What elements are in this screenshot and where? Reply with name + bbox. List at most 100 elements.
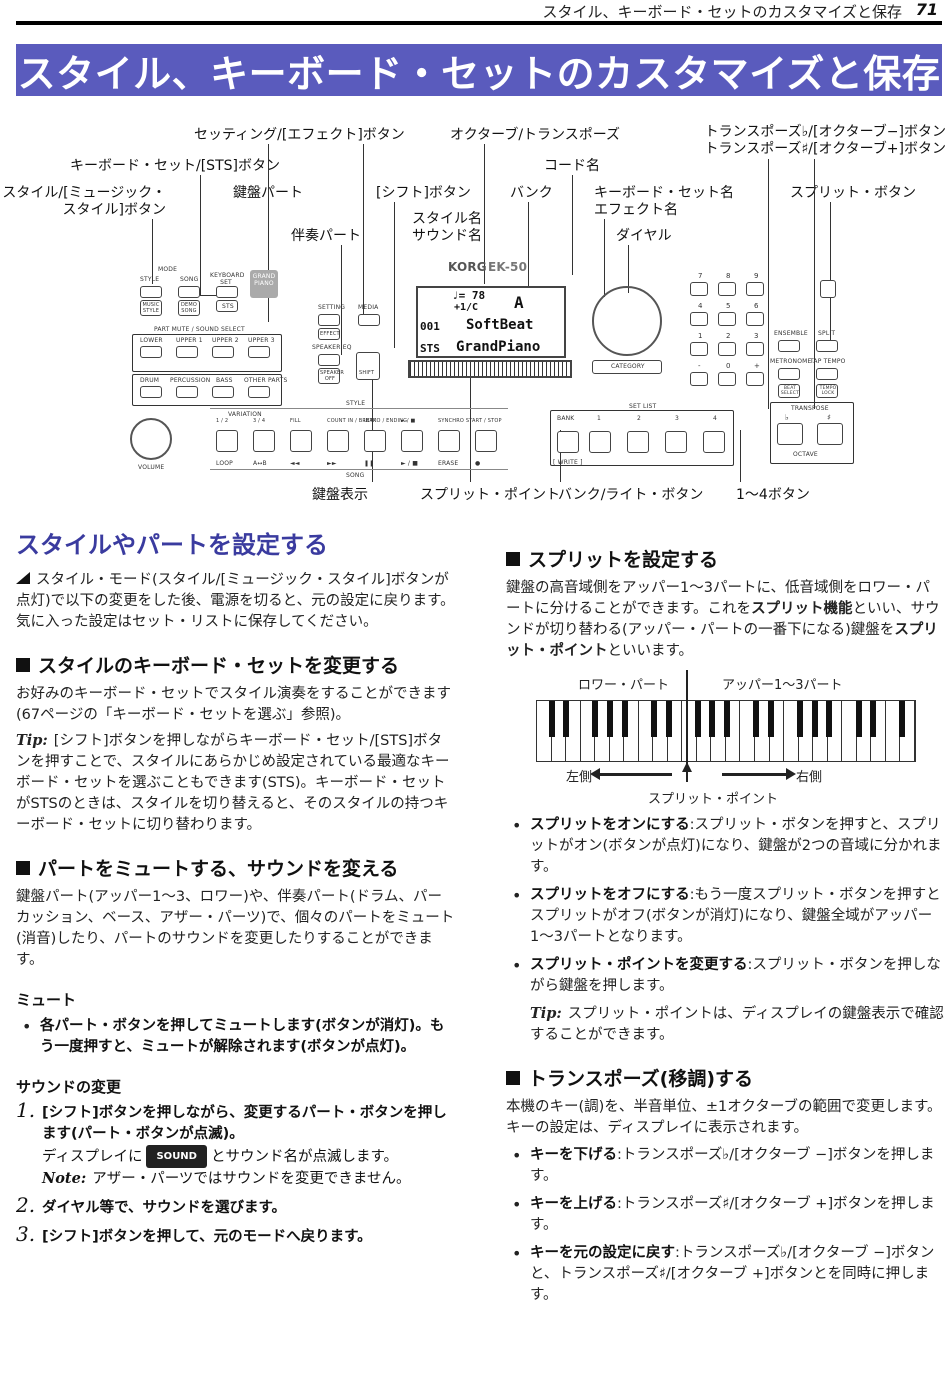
numpad-key[interactable] — [718, 372, 736, 386]
black-key — [753, 701, 760, 737]
percussion-part-button[interactable] — [176, 386, 198, 398]
metronome-button[interactable] — [778, 368, 800, 380]
main-dial[interactable] — [592, 286, 662, 356]
style-button-label: INTRO / ENDING — [364, 418, 408, 424]
bank-button[interactable] — [557, 431, 579, 453]
song-button[interactable] — [178, 286, 200, 298]
shift-button[interactable]: SHIFT — [356, 352, 380, 380]
style-control-button[interactable] — [364, 430, 386, 452]
numpad-key[interactable] — [746, 372, 764, 386]
numpad-key[interactable] — [718, 312, 736, 326]
section-heading-style-parts: スタイルやパートを設定する — [16, 531, 328, 559]
tip-text: スプリット・ポイントは、ディスプレイの鍵盤表示で確認することができます。 — [530, 1006, 944, 1043]
volume-knob[interactable] — [130, 418, 172, 460]
ensemble-button[interactable] — [778, 340, 800, 352]
set-list-1-button[interactable] — [589, 431, 611, 453]
numpad-key[interactable] — [690, 342, 708, 356]
lcd-sound-name: GrandPiano — [456, 339, 541, 355]
beat-select-button[interactable]: BEAT SELECT — [778, 384, 800, 398]
numpad-key[interactable] — [718, 282, 736, 296]
category-label: CATEGORY — [611, 363, 645, 370]
upper3-part-button[interactable] — [248, 346, 270, 358]
tap-tempo-button[interactable] — [816, 368, 838, 380]
sound-badge: SOUND — [146, 1145, 207, 1168]
numpad-key[interactable] — [746, 342, 764, 356]
numpad-key[interactable] — [746, 282, 764, 296]
effect-button[interactable]: EFFECT — [318, 328, 340, 340]
other-parts-button[interactable] — [248, 386, 270, 398]
numpad-key[interactable] — [718, 342, 736, 356]
style-control-button[interactable] — [475, 430, 497, 452]
media-button[interactable] — [358, 314, 380, 326]
sts-button[interactable]: STS — [216, 300, 238, 312]
power-button[interactable] — [820, 280, 836, 298]
step-number: 1. — [16, 1098, 36, 1122]
style-button-label: ► / ■ — [401, 418, 416, 424]
numpad-key[interactable] — [690, 282, 708, 296]
lcd-display: ♩= 78 +1/C A 001 SoftBeat STS GrandPiano — [416, 286, 566, 358]
lower-part-button[interactable] — [140, 346, 162, 358]
style-control-button[interactable] — [216, 430, 238, 452]
brand-logo: KORG — [448, 260, 487, 274]
numpad-key[interactable] — [690, 312, 708, 326]
square-bullet-icon — [16, 861, 30, 875]
lcd-sts: STS — [420, 342, 440, 355]
intro-paragraph: スタイル・モード(スタイル/[ミュージック・スタイル]ボタンが点灯)で以下の変更… — [16, 570, 456, 633]
demo-song-button[interactable]: DEMO SONG — [178, 300, 200, 316]
style-control-button[interactable] — [438, 430, 460, 452]
style-control-button[interactable] — [327, 430, 349, 452]
list-item: キーを上げる:トランスポーズ♯/[オクターブ +]ボタンを押します。 — [506, 1194, 944, 1236]
music-style-button[interactable]: MUSIC STYLE — [140, 300, 162, 316]
sharp-symbol: ♯ — [827, 413, 832, 422]
square-bullet-icon — [506, 552, 520, 566]
drum-part-button[interactable] — [140, 386, 162, 398]
set-3-label: 3 — [675, 415, 680, 422]
numpad-key[interactable] — [746, 312, 764, 326]
set-list-2-button[interactable] — [627, 431, 649, 453]
effect-label: EFFECT — [320, 331, 340, 337]
set-list-4-button[interactable] — [703, 431, 725, 453]
transpose-sharp-button[interactable] — [817, 423, 843, 445]
style-control-button[interactable] — [253, 430, 275, 452]
tempo-lock-button[interactable]: TEMPO LOCK — [816, 384, 838, 398]
numpad-key-label: 7 — [698, 272, 703, 280]
style-control-button[interactable] — [290, 430, 312, 452]
leader-line — [560, 430, 561, 482]
style-button[interactable] — [140, 286, 162, 298]
black-key — [797, 701, 804, 737]
callout-split-button: スプリット・ボタン — [790, 185, 916, 201]
split-paragraph: 鍵盤の高音域側をアッパー1〜3パートに、低音域側をロワー・パートに分けることがで… — [506, 578, 944, 662]
split-button[interactable] — [816, 340, 838, 352]
upper1-label: UPPER 1 — [176, 337, 203, 344]
right-arrow-icon — [722, 768, 796, 780]
item-text: :もう一度スプリット・ボタンを押すとスプリットがオフ(ボタンが消灯)になり、鍵盤… — [530, 887, 941, 945]
grand-piano-button[interactable]: GRAND PIANO — [250, 270, 278, 298]
list-item: スプリットをオフにする:もう一度スプリット・ボタンを押すとスプリットがオフ(ボタ… — [506, 885, 944, 948]
style-button-label: FILL — [290, 418, 301, 424]
set-list-3-button[interactable] — [665, 431, 687, 453]
numpad-key[interactable] — [690, 372, 708, 386]
setting-button[interactable] — [318, 314, 340, 326]
upper2-part-button[interactable] — [212, 346, 234, 358]
upper1-part-button[interactable] — [176, 346, 198, 358]
set-4-label: 4 — [713, 415, 718, 422]
split-list: スプリットをオンにする:スプリット・ボタンを押すと、スプリットがオン(ボタンが点… — [506, 815, 944, 1046]
mute-heading: ミュート — [16, 991, 77, 1009]
black-key — [870, 701, 877, 737]
bass-part-button[interactable] — [212, 386, 234, 398]
left-arrow-icon — [590, 768, 672, 780]
leader-line — [363, 144, 364, 314]
speaker-off-button[interactable]: SPEAKER OFF — [318, 368, 344, 384]
callout-bank: バンク — [510, 185, 553, 201]
speaker-eq-button[interactable] — [318, 354, 340, 366]
lcd-style-name: SoftBeat — [466, 317, 534, 333]
callout-kbd-set-name: キーボード・セット名 — [594, 185, 734, 201]
style-control-button[interactable] — [401, 430, 423, 452]
numpad-key-label: 5 — [726, 302, 731, 310]
black-key — [767, 701, 774, 737]
keyboard-set-button[interactable] — [216, 286, 238, 298]
item-text: :スプリット・ボタンを押すと、スプリットがオン(ボタンが点灯)になり、鍵盤が2つ… — [530, 817, 942, 875]
transpose-flat-button[interactable] — [777, 423, 803, 445]
category-buttons[interactable]: CATEGORY — [592, 360, 662, 374]
callout-accomp-part: 伴奏パート — [291, 228, 361, 244]
